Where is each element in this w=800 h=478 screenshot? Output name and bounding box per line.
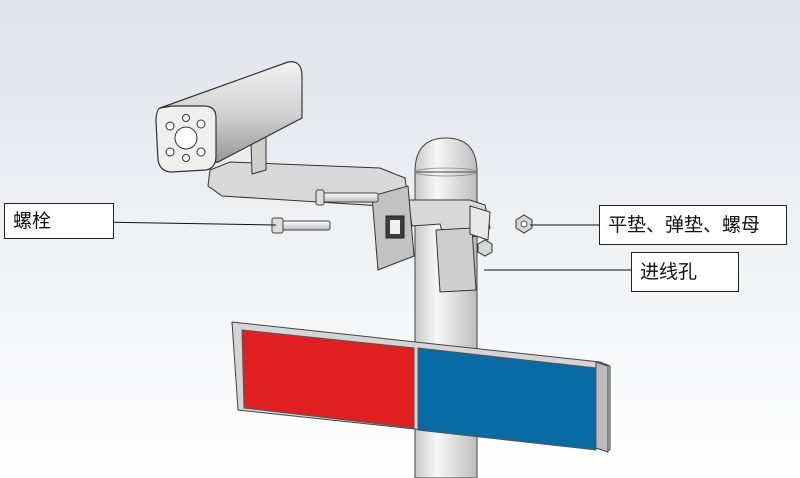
light-red-panel — [241, 329, 415, 429]
bolt-loose — [271, 217, 331, 234]
nut-loose — [515, 214, 533, 234]
bolt-upper — [315, 189, 379, 206]
callout-washer-nut: 平垫、弹垫、螺母 — [599, 205, 787, 245]
leader-lines — [95, 221, 631, 271]
callout-cable-hole: 进线孔 — [631, 252, 739, 292]
callout-bolt: 螺栓 — [4, 203, 114, 239]
leader-bolt — [95, 221, 277, 226]
pole-clamp — [407, 199, 491, 293]
warning-light-bar — [231, 321, 611, 453]
nut-mounted — [477, 239, 493, 257]
camera-housing — [155, 61, 303, 173]
light-blue-panel — [417, 347, 597, 451]
